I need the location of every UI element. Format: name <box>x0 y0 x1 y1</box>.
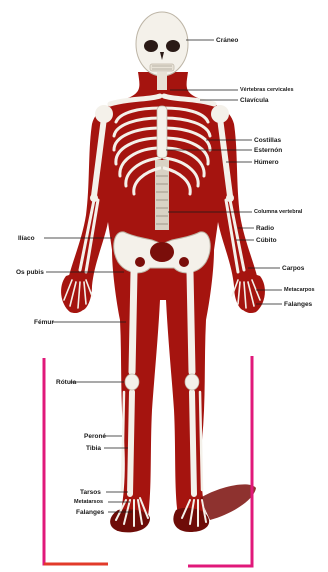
floor-shadow <box>200 484 256 520</box>
label-radio: Radio <box>256 225 274 232</box>
label-femur: Fémur <box>34 319 54 326</box>
label-carpos: Carpos <box>282 265 304 272</box>
label-tibia: Tibia <box>86 445 101 452</box>
label-falanges-pie: Falanges <box>76 509 104 516</box>
sternum <box>157 106 167 158</box>
label-cubito: Cúbito <box>256 237 277 244</box>
label-rotula: Rótula <box>56 379 76 386</box>
label-craneo: Cráneo <box>216 37 238 44</box>
label-metacarpos: Metacarpos <box>284 287 315 294</box>
label-metatarsos: Metatarsos <box>74 499 103 506</box>
label-costillas: Costillas <box>254 137 281 144</box>
label-columna-vertebral: Columna vertebral <box>254 209 302 216</box>
left-patella <box>125 374 139 390</box>
label-falanges-mano: Falanges <box>284 301 312 308</box>
label-humero: Húmero <box>254 159 279 166</box>
skull <box>136 12 188 76</box>
left-bracket <box>44 358 106 564</box>
label-vertebras-cervicales: Vértebras cervicales <box>240 87 294 94</box>
label-tarsos: Tarsos <box>80 489 101 496</box>
label-esternon: Esternón <box>254 147 282 154</box>
label-clavicula: Clavícula <box>240 97 269 104</box>
label-ilion: Ilíaco <box>18 235 35 242</box>
right-patella <box>185 374 199 390</box>
label-perone: Peroné <box>84 433 106 440</box>
label-os-pubis: Os pubis <box>16 269 44 276</box>
